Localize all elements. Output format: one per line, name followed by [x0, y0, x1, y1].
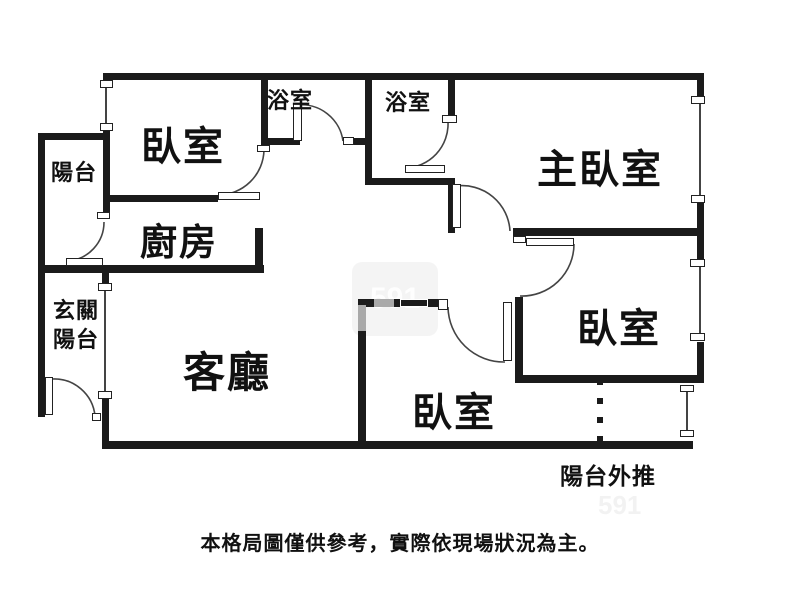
wall-bathroom-divider — [365, 73, 372, 185]
window-balcony-strip — [686, 392, 688, 431]
window-cap — [690, 259, 705, 267]
window-cap — [680, 385, 694, 392]
door-strike-cap — [92, 413, 101, 421]
watermark-text: 591 — [598, 490, 642, 520]
door-arc-entry — [51, 378, 96, 417]
wall-bedroom-right-bottom — [518, 375, 704, 383]
wall-right-outer-top — [697, 73, 704, 97]
label-balcony: 陽台 — [51, 160, 98, 185]
label-bedroom-top-left: 臥室 — [141, 125, 225, 169]
label-balcony-pushed-out: 陽台外推 — [560, 463, 656, 489]
wall-balcony-top — [38, 133, 110, 140]
wall-balcony-divider — [103, 130, 110, 212]
door-leaf-bathroom-1 — [293, 103, 302, 141]
wall-livingroom-left-top — [102, 265, 109, 283]
label-living-room: 客廳 — [183, 349, 272, 396]
door-arc-master-bedroom — [455, 184, 511, 232]
label-entry-balcony: 玄關 陽台 — [53, 296, 99, 354]
label-bathroom-1: 浴室 — [267, 88, 314, 113]
window-cap — [100, 123, 113, 131]
wall-bathroom2-bottom — [367, 178, 455, 185]
wall-bedroom-bottom-top-2 — [394, 299, 400, 307]
window-bedroom1-left — [105, 87, 107, 124]
label-entry-balcony-line2: 陽台 — [53, 327, 100, 352]
door-strike-cap — [442, 115, 457, 123]
door-leaf-master-bedroom — [452, 184, 461, 228]
window-cap — [690, 333, 705, 341]
label-bedroom-right: 臥室 — [577, 307, 661, 351]
door-leaf-in-wall-bedroom-bottom — [400, 299, 428, 307]
window-cap — [680, 430, 694, 437]
wall-bathroom2-right-top — [448, 73, 455, 120]
door-strike-cap — [438, 299, 448, 310]
door-leaf-entry — [45, 377, 53, 415]
door-arc-bathroom-2 — [404, 121, 449, 169]
disclaimer-text: 本格局圖僅供參考，實際依現場狀況為主。 — [200, 533, 600, 555]
label-bedroom-bottom: 臥室 — [412, 391, 496, 435]
window-entry-balcony — [104, 291, 106, 392]
wall-bedroom-bottom-top-3 — [428, 299, 440, 307]
wall-bathroom1-bottom-left — [262, 138, 300, 145]
wall-hallway-master — [448, 178, 455, 233]
wall-bedroom-bottom-left-light — [358, 305, 366, 333]
wall-livingroom-left-bottom — [102, 399, 109, 449]
label-kitchen: 廚房 — [140, 222, 218, 263]
wall-bedroom-bottom-top-1 — [358, 299, 374, 307]
door-strike-cap — [97, 212, 110, 219]
label-master-bedroom: 主臥室 — [537, 148, 663, 192]
door-arc-bedroom-bottom — [447, 306, 506, 363]
door-leaf-bathroom-2 — [405, 165, 445, 173]
window-cap — [100, 80, 113, 88]
door-strike-cap — [513, 236, 526, 243]
wall-left-outer — [38, 133, 45, 417]
door-arc-bedroom-right — [519, 243, 575, 297]
window-bedroom-right — [699, 267, 701, 334]
window-master-right — [699, 104, 701, 196]
wall-right-outer-low — [697, 342, 704, 383]
label-entry-balcony-line1: 玄關 — [53, 298, 100, 323]
door-leaf-balcony — [66, 258, 103, 266]
window-cap — [691, 195, 705, 203]
window-cap — [98, 283, 112, 291]
wall-master-south — [513, 228, 704, 236]
wall-bedroom1-south — [105, 195, 218, 202]
window-cap — [98, 391, 112, 399]
label-bathroom-2: 浴室 — [385, 90, 432, 115]
door-leaf-bedroom-bottom — [503, 302, 512, 361]
wall-bathroom1-bottom-right — [352, 138, 372, 145]
wall-kitchen-bottom — [38, 265, 264, 273]
wall-bedroom-bottom-left — [358, 331, 366, 449]
window-cap — [691, 96, 705, 104]
wall-bedroom-right-left — [515, 297, 523, 383]
wall-bedroom-bottom-top-light — [374, 299, 394, 307]
wall-bathroom1-left — [261, 73, 268, 145]
door-arc-bathroom-1 — [296, 103, 344, 142]
wall-top-outer — [103, 73, 704, 80]
door-leaf-bedroom-top-left — [218, 192, 260, 200]
door-strike-cap — [257, 145, 270, 152]
door-leaf-bedroom-right — [526, 238, 574, 246]
door-arc-balcony — [67, 221, 105, 262]
wall-bottom-outer — [102, 441, 693, 449]
wall-kitchen-right — [255, 228, 263, 273]
door-strike-cap — [343, 137, 354, 145]
